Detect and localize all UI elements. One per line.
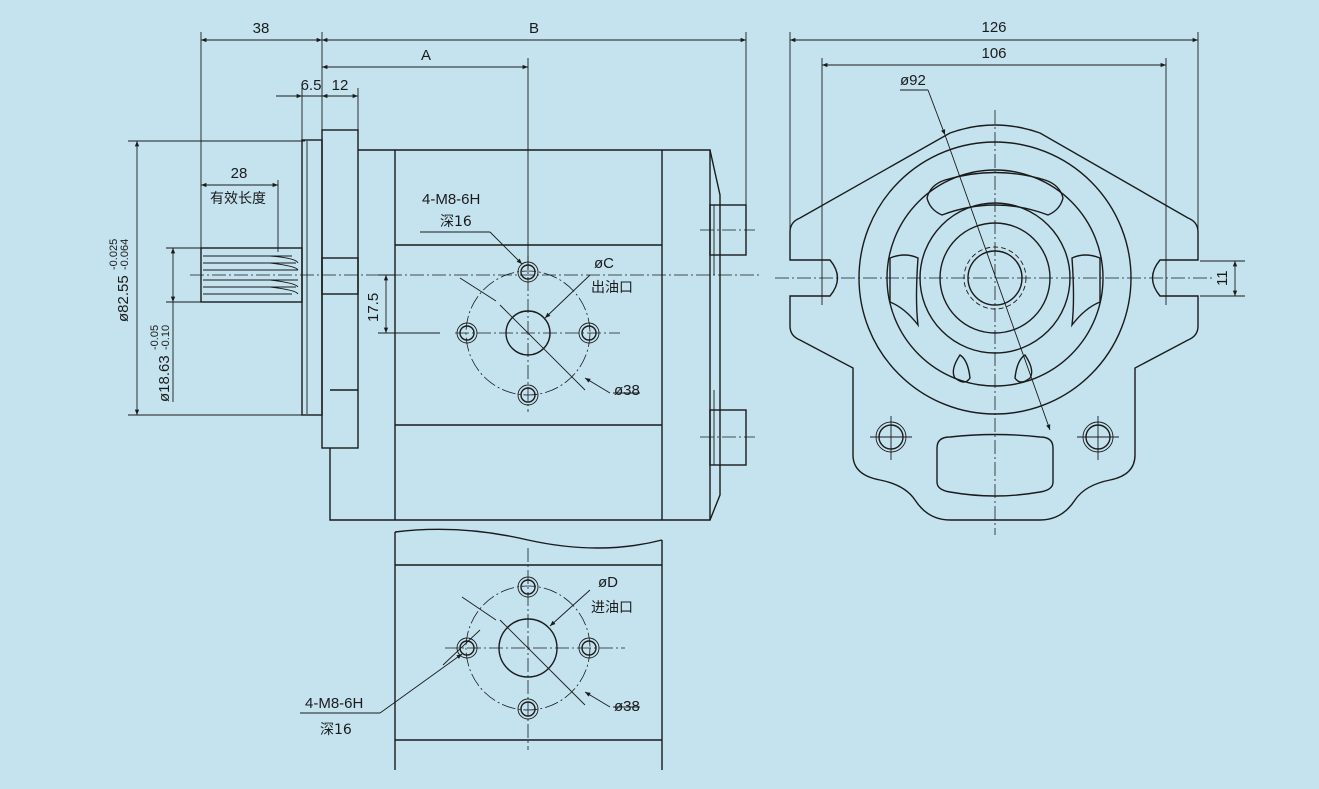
outlet-depth-label: 深16 xyxy=(440,214,472,230)
dim-126-label: 126 xyxy=(981,19,1006,36)
inlet-thread-label: 4-M8-6H xyxy=(305,695,363,712)
inlet-dia-label: øD xyxy=(598,574,618,591)
pilot-diameter-label: ø82.55 xyxy=(115,275,132,322)
inlet-pcd-label: ø38 xyxy=(614,698,640,715)
dim-a-label: A xyxy=(421,47,431,64)
pump-body-side xyxy=(301,129,755,521)
dim-38-label: 38 xyxy=(253,20,270,37)
shaft-tol-lower: -0.10 xyxy=(160,325,172,350)
front-view xyxy=(775,32,1245,535)
outlet-port xyxy=(420,231,640,412)
dimension-lines xyxy=(128,32,747,416)
dim-28-label: 28 xyxy=(231,165,248,182)
side-view: 38 B A 6.5 12 28 有效长度 ø82.55 -0.025 -0.0… xyxy=(108,20,760,521)
dim-106-label: 106 xyxy=(981,45,1006,62)
effective-length-label: 有效长度 xyxy=(210,191,266,207)
dim-17-5-label: 17.5 xyxy=(365,293,382,322)
inlet-view xyxy=(300,528,663,770)
outlet-pcd-label: ø38 xyxy=(614,382,640,399)
dim-6-5-label: 6.5 xyxy=(301,77,322,94)
shaft-diameter-label: ø18.63 xyxy=(156,355,173,402)
shaft-tol-upper: -0.05 xyxy=(149,325,161,350)
dim-b-label: B xyxy=(529,20,539,37)
outlet-dia-label: øC xyxy=(594,255,614,272)
pilot-tol-upper: -0.025 xyxy=(108,239,120,270)
outlet-thread-label: 4-M8-6H xyxy=(422,191,480,208)
dim-92-label: ø92 xyxy=(900,72,926,89)
inlet-label: 进油口 xyxy=(591,600,633,616)
inlet-depth-label: 深16 xyxy=(320,722,352,738)
dim-12-label: 12 xyxy=(332,77,349,94)
dim-11-label: 11 xyxy=(1214,270,1231,286)
outlet-label: 出油口 xyxy=(591,280,633,296)
pilot-tol-lower: -0.064 xyxy=(119,239,131,270)
